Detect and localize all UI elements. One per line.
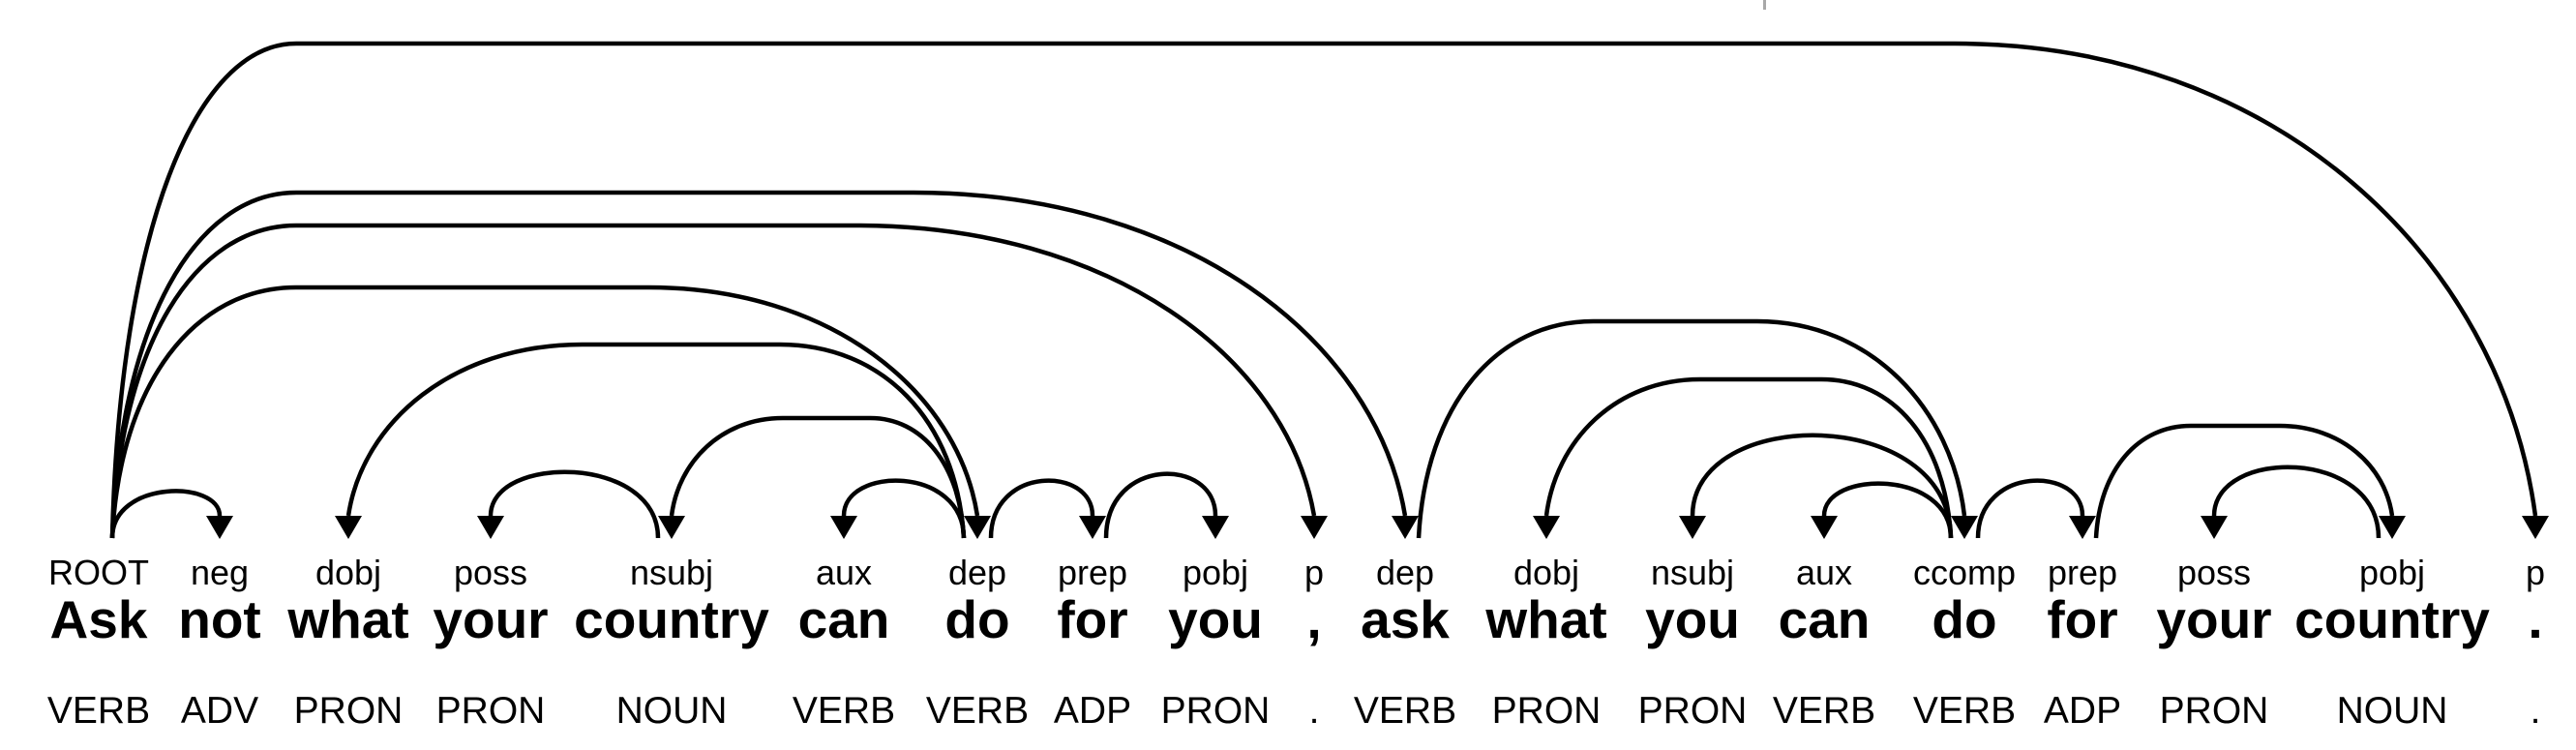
arc-prep — [988, 478, 1095, 539]
token-pos: NOUN — [2337, 690, 2448, 732]
arc-poss — [2211, 465, 2381, 539]
top-edge-artifact-tick — [1763, 0, 1766, 10]
arc-arrowhead — [658, 516, 685, 539]
token-dep-label: aux — [816, 553, 872, 592]
arc-arrowhead — [2379, 516, 2406, 539]
arc-arrowhead — [2522, 516, 2549, 539]
arc-nsubj — [1690, 433, 1954, 539]
arc-arrowhead — [206, 516, 233, 539]
arc-arrowhead — [477, 516, 504, 539]
arc-arrowhead — [1392, 516, 1419, 539]
token-word: what — [1484, 589, 1606, 649]
token-word: Ask — [50, 589, 148, 649]
token-pos: PRON — [2160, 690, 2269, 732]
artifacts-layer — [1763, 0, 1766, 10]
token-word: what — [286, 589, 408, 649]
token-word: do — [1932, 589, 1996, 649]
arc-dobj — [1543, 376, 1954, 539]
token-pos: . — [2531, 690, 2541, 732]
token-dep-label: pobj — [2359, 553, 2425, 592]
token-word: for — [2047, 589, 2117, 649]
arc-dep — [109, 285, 980, 539]
arc-arrowhead — [1951, 516, 1978, 539]
arc-neg — [109, 489, 223, 539]
token-word: you — [1645, 589, 1740, 649]
token-pos: VERB — [793, 690, 895, 732]
arc-dep — [109, 190, 1408, 539]
arc-ccomp — [1416, 318, 1967, 539]
token-word: can — [798, 589, 890, 649]
arc-arrowhead — [830, 516, 857, 539]
arcs-layer — [109, 41, 2549, 539]
token-dep-label: prep — [2048, 553, 2117, 592]
token-pos: ADP — [2044, 690, 2121, 732]
token-pos: VERB — [1913, 690, 2016, 732]
arc-arrowhead — [1301, 516, 1328, 539]
token-dep-label: dep — [948, 553, 1006, 592]
arc-arrowhead — [1079, 516, 1106, 539]
token-pos: VERB — [47, 690, 150, 732]
arc-nsubj — [669, 415, 967, 539]
token-pos: NOUN — [616, 690, 728, 732]
arc-arrowhead — [1811, 516, 1838, 539]
arc-arrowhead — [964, 516, 991, 539]
token-pos: VERB — [1773, 690, 1875, 732]
token-word: do — [944, 589, 1009, 649]
token-pos: VERB — [1354, 690, 1456, 732]
token-dep-label: dobj — [1513, 553, 1579, 592]
token-dep-label: dobj — [315, 553, 381, 592]
token-word: ask — [1361, 589, 1450, 649]
token-word: country — [574, 589, 769, 649]
token-dep-label: pobj — [1183, 553, 1248, 592]
token-dep-label: ccomp — [1913, 553, 2016, 592]
arc-dobj — [345, 342, 967, 539]
token-word: your — [433, 589, 548, 649]
token-dep-label: p — [2526, 553, 2545, 592]
token-pos: PRON — [436, 690, 546, 732]
arc-aux — [841, 478, 967, 539]
token-dep-label: poss — [454, 553, 527, 592]
arc-arrowhead — [1679, 516, 1706, 539]
token-dep-label: prep — [1058, 553, 1127, 592]
arc-arrowhead — [1202, 516, 1229, 539]
token-pos: ADP — [1054, 690, 1131, 732]
arc-arrowhead — [2069, 516, 2096, 539]
token-word: you — [1168, 589, 1263, 649]
token-dep-label: ROOT — [48, 553, 149, 592]
token-pos: PRON — [1161, 690, 1271, 732]
token-dep-label: poss — [2177, 553, 2251, 592]
token-word: can — [1779, 589, 1871, 649]
token-dep-label: nsubj — [1651, 553, 1734, 592]
token-dep-label: nsubj — [630, 553, 713, 592]
tokens-layer: ROOTAskVERBnegnotADVdobjwhatPRONpossyour… — [47, 553, 2545, 732]
arc-arrowhead — [335, 516, 362, 539]
arc-p — [109, 41, 2538, 539]
token-dep-label: aux — [1796, 553, 1852, 592]
token-word: not — [178, 589, 261, 649]
token-word: , — [1306, 589, 1321, 649]
token-dep-label: neg — [191, 553, 249, 592]
arc-poss — [488, 469, 661, 539]
token-word: country — [2294, 589, 2490, 649]
token-pos: ADV — [181, 690, 258, 732]
token-dep-label: dep — [1376, 553, 1434, 592]
token-dep-label: p — [1304, 553, 1324, 592]
token-pos: PRON — [1638, 690, 1748, 732]
token-word: for — [1057, 589, 1127, 649]
token-pos: VERB — [926, 690, 1029, 732]
arc-arrowhead — [1533, 516, 1560, 539]
token-pos: . — [1309, 690, 1320, 732]
token-pos: PRON — [1492, 690, 1602, 732]
token-word: your — [2156, 589, 2271, 649]
arc-p — [109, 223, 1317, 539]
token-word: . — [2528, 589, 2542, 649]
token-pos: PRON — [294, 690, 404, 732]
arc-pobj — [1103, 471, 1218, 539]
arc-prep — [1975, 478, 2085, 539]
arc-aux — [1821, 481, 1954, 539]
arc-pobj — [2093, 423, 2395, 539]
arc-arrowhead — [2201, 516, 2228, 539]
